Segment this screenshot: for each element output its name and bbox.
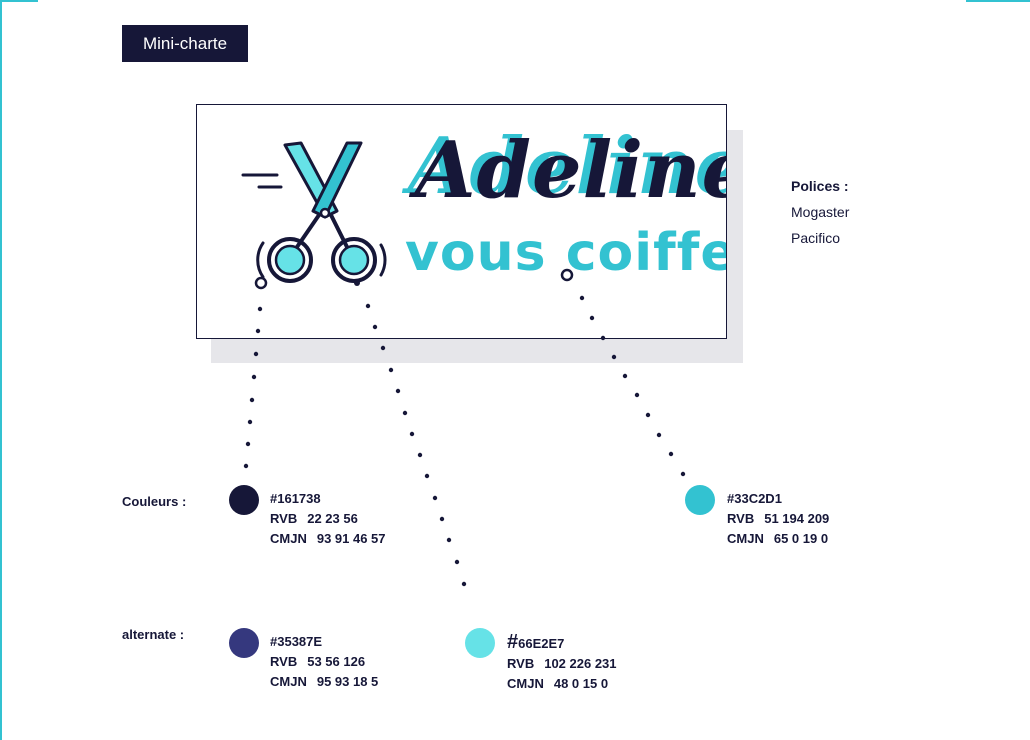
cmjn-value: 95 93 18 5 [316, 674, 379, 689]
rvb-label: RVB [507, 656, 535, 671]
color-hex: #35387E [270, 634, 323, 649]
alternate-label: alternate : [122, 627, 185, 642]
hex-hash: # [507, 631, 519, 653]
logo-tagline: vous coiffe [405, 223, 727, 283]
color-info-primary-dark: #161738 RVB 22 23 56 CMJN 93 91 46 57 [270, 489, 386, 549]
cmjn-label: CMJN [270, 674, 307, 689]
color-hex: #66E2E7 [507, 632, 617, 654]
cmjn-label: CMJN [507, 676, 544, 691]
cmjn-label: CMJN [270, 531, 307, 546]
rvb-value: 22 23 56 [307, 511, 358, 526]
color-info-primary-cyan: #33C2D1 RVB 51 194 209 CMJN 65 0 19 0 [727, 489, 829, 549]
scissors-icon [241, 141, 574, 290]
rvb-label: RVB [270, 511, 298, 526]
colors-label: Couleurs : [122, 494, 187, 509]
logo-frame: Adeline vous coiffe [196, 104, 727, 339]
cmjn-value: 48 0 15 0 [553, 676, 609, 691]
fonts-label: Polices : [791, 178, 849, 194]
fonts-section: Polices : Mogaster Pacifico [791, 173, 849, 251]
top-left-accent-line [0, 0, 38, 2]
color-swatch-primary-cyan [685, 485, 715, 515]
left-accent-border [0, 0, 2, 740]
rvb-label: RVB [270, 654, 298, 669]
logo-brand-name: Adeline [415, 125, 727, 216]
color-swatch-alternate-indigo [229, 628, 259, 658]
rvb-value: 53 56 126 [307, 654, 366, 669]
color-hex: #33C2D1 [727, 491, 782, 506]
font-item-1: Mogaster [791, 204, 850, 220]
color-info-alternate-light-cyan: #66E2E7 RVB 102 226 231 CMJN 48 0 15 0 [507, 632, 617, 694]
top-right-accent-line [966, 0, 1030, 2]
color-hex: #161738 [270, 491, 321, 506]
rvb-value: 102 226 231 [544, 656, 617, 671]
cmjn-value: 65 0 19 0 [773, 531, 829, 546]
font-item-2: Pacifico [791, 230, 841, 246]
rvb-label: RVB [727, 511, 755, 526]
color-info-alternate-indigo: #35387E RVB 53 56 126 CMJN 95 93 18 5 [270, 632, 378, 692]
rvb-value: 51 194 209 [764, 511, 830, 526]
cmjn-value: 93 91 46 57 [316, 531, 386, 546]
hex-value: 66E2E7 [518, 636, 565, 651]
color-swatch-primary-dark [229, 485, 259, 515]
color-swatch-alternate-light-cyan [465, 628, 495, 658]
page-title: Mini-charte [122, 25, 248, 62]
cmjn-label: CMJN [727, 531, 764, 546]
